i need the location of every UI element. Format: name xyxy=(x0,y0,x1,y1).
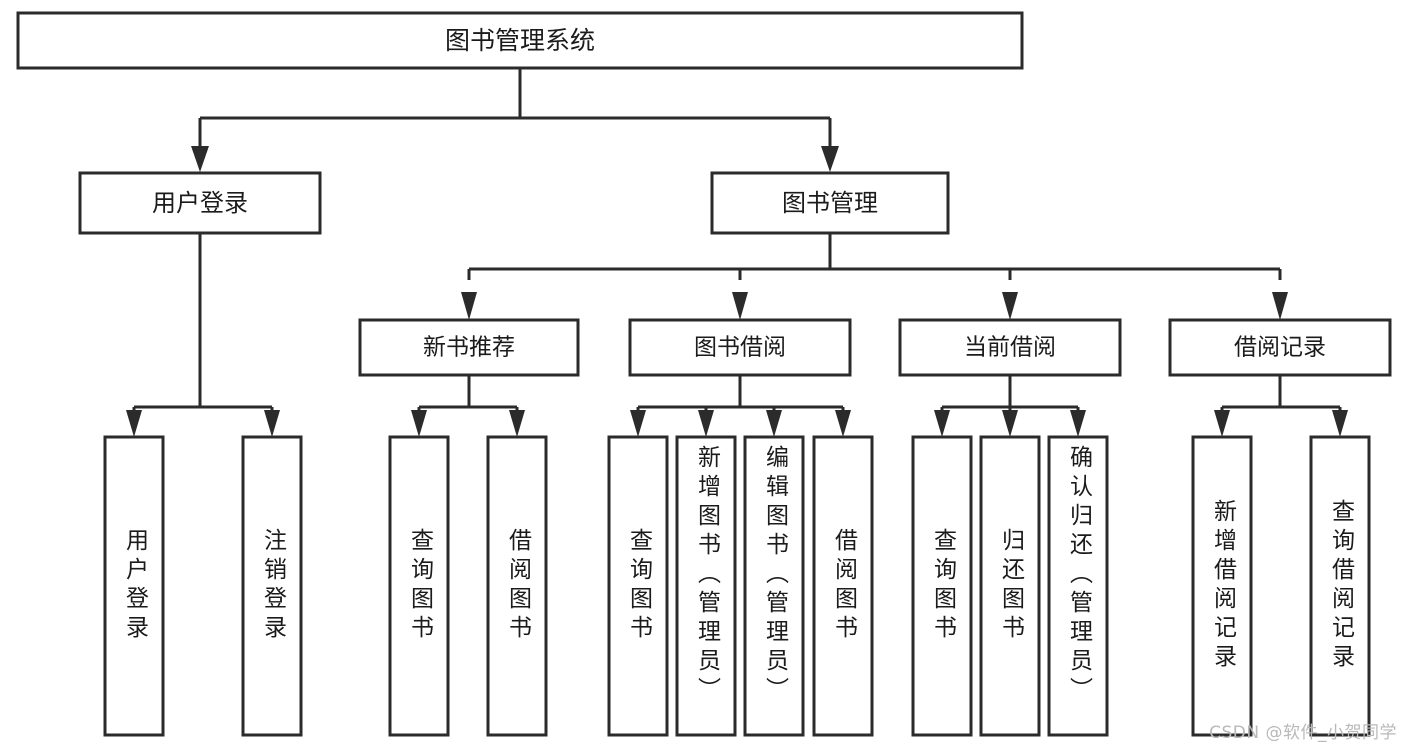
connector-layer xyxy=(126,68,1348,437)
node-new-book-recommend[interactable]: 新书推荐 xyxy=(358,318,580,377)
leaf-box-new-book-1[interactable] xyxy=(388,435,450,737)
node-borrow-record[interactable]: 借阅记录 xyxy=(1168,318,1392,377)
arrow-bookmanage-to-current-borrow xyxy=(1002,292,1018,320)
arrow-userlogin-leaf-2 xyxy=(264,410,280,437)
leaf-box-new-book-2[interactable] xyxy=(486,435,548,737)
node-root-label: 图书管理系统 xyxy=(445,26,595,55)
leaf-box-user-login-2[interactable] xyxy=(241,435,303,737)
leaf-box-borrow-record-1[interactable] xyxy=(1191,435,1253,737)
arrow-bookborrow-leaf-4 xyxy=(835,410,851,437)
node-new-book-recommend-label: 新书推荐 xyxy=(423,335,515,361)
arrow-newbook-leaf-2 xyxy=(509,410,525,437)
node-current-borrow-box[interactable] xyxy=(898,318,1122,377)
leaf-box-borrow-record-2[interactable] xyxy=(1309,435,1371,737)
leaf-box-user-login-1[interactable] xyxy=(103,435,165,737)
arrow-currentborrow-leaf-3 xyxy=(1070,410,1086,437)
arrow-root-to-user-login xyxy=(191,146,209,172)
arrow-bookborrow-leaf-1 xyxy=(630,410,646,437)
arrow-root-to-book-manage xyxy=(821,146,839,172)
node-borrow-record-box[interactable] xyxy=(1168,318,1392,377)
arrow-userlogin-leaf-1 xyxy=(126,410,142,437)
node-current-borrow[interactable]: 当前借阅 xyxy=(898,318,1122,377)
node-current-borrow-label: 当前借阅 xyxy=(964,335,1056,361)
leaf-box-current-borrow-2[interactable] xyxy=(979,435,1041,737)
arrow-bookmanage-to-new-book xyxy=(461,292,477,320)
arrow-currentborrow-leaf-1 xyxy=(934,410,950,437)
node-book-borrow[interactable]: 图书借阅 xyxy=(628,318,852,377)
arrow-newbook-leaf-1 xyxy=(411,410,427,437)
node-user-login-label: 用户登录 xyxy=(152,189,248,217)
leaf-box-current-borrow-1[interactable] xyxy=(911,435,973,737)
node-book-borrow-box[interactable] xyxy=(628,318,852,377)
node-book-manage-label: 图书管理 xyxy=(782,189,878,217)
leaf-box-book-borrow-3[interactable] xyxy=(743,435,805,737)
leaf-box-book-borrow-1[interactable] xyxy=(607,435,669,737)
node-book-manage-box[interactable] xyxy=(710,171,950,235)
arrow-borrowrecord-leaf-1 xyxy=(1214,410,1230,437)
node-book-borrow-label: 图书借阅 xyxy=(694,335,786,361)
leaf-box-book-borrow-2[interactable] xyxy=(675,435,737,737)
node-book-manage[interactable]: 图书管理 xyxy=(710,171,950,235)
node-root-box[interactable] xyxy=(16,11,1024,70)
node-root[interactable]: 图书管理系统 xyxy=(16,11,1024,70)
arrow-currentborrow-leaf-2 xyxy=(1002,410,1018,437)
arrow-bookmanage-to-book-borrow xyxy=(732,292,748,320)
arrow-borrowrecord-leaf-2 xyxy=(1332,410,1348,437)
arrow-bookborrow-leaf-3 xyxy=(766,410,782,437)
arrow-bookmanage-to-borrow-record xyxy=(1272,292,1288,320)
node-new-book-recommend-box[interactable] xyxy=(358,318,580,377)
node-borrow-record-label: 借阅记录 xyxy=(1234,335,1326,361)
arrow-bookborrow-leaf-2 xyxy=(698,410,714,437)
leaf-box-book-borrow-4[interactable] xyxy=(812,435,874,737)
node-user-login-box[interactable] xyxy=(78,171,322,235)
node-user-login[interactable]: 用户登录 xyxy=(78,171,322,235)
leaf-box-current-borrow-3[interactable] xyxy=(1047,435,1109,737)
